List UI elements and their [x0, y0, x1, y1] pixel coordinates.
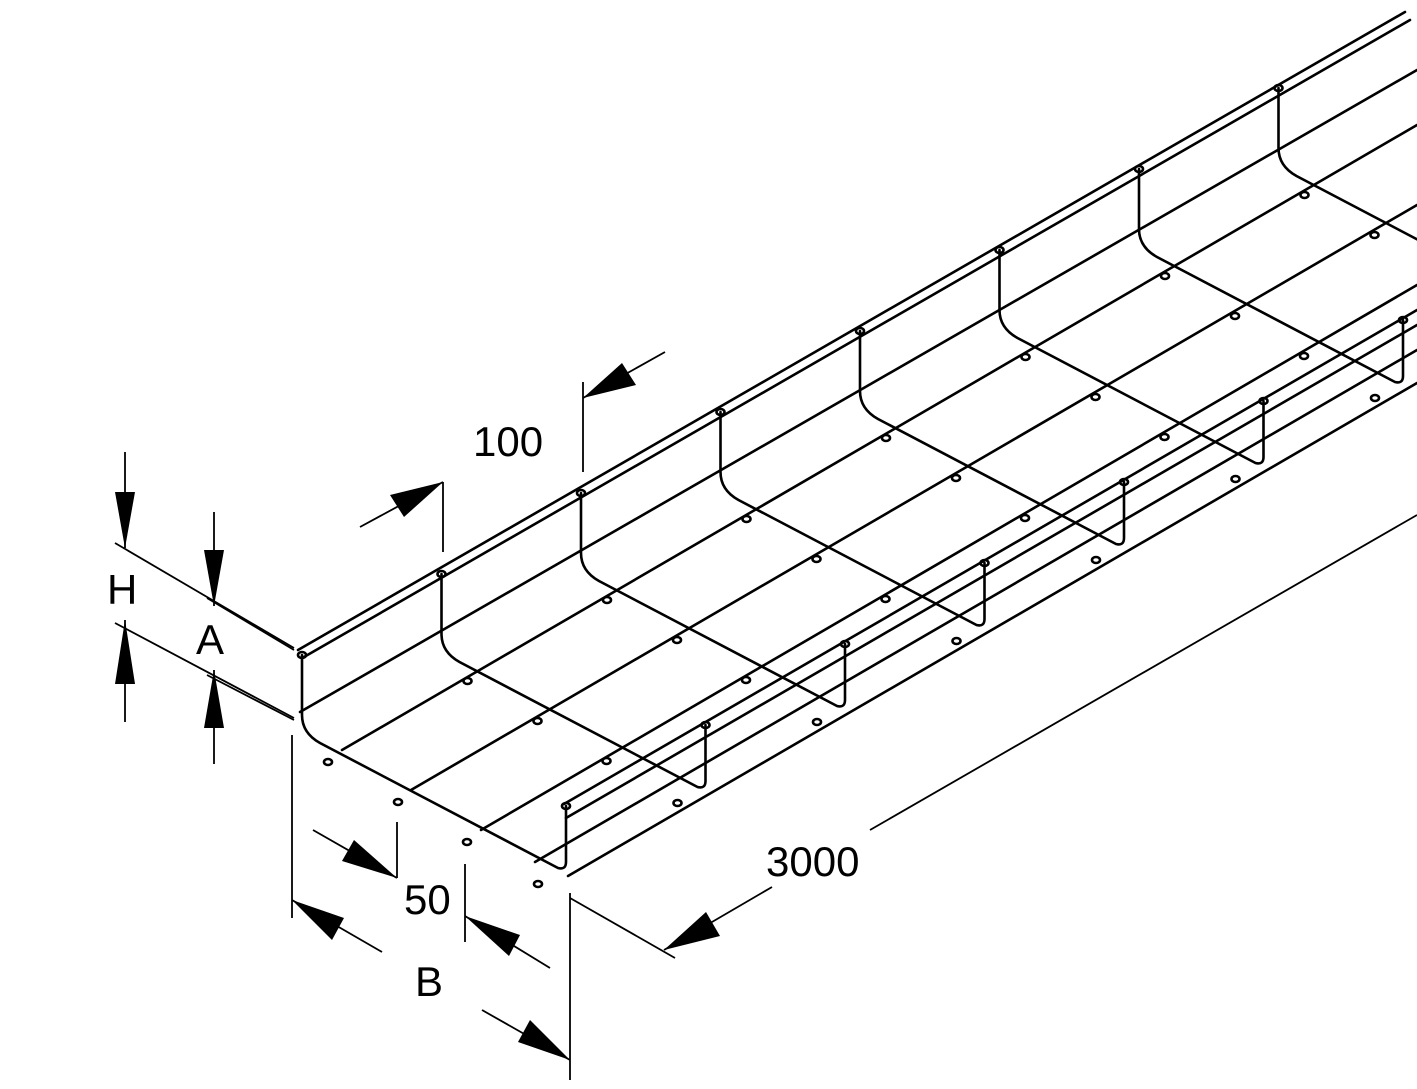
weld-nub [532, 716, 543, 726]
b-arrow-left [292, 900, 344, 940]
wire-end-near [854, 326, 866, 336]
weld-nub [601, 595, 613, 605]
cross-wire [579, 491, 847, 708]
floor-wire [340, 123, 1417, 752]
near-top-rail [296, 10, 1407, 652]
b-arrow-right [518, 1020, 570, 1060]
weld-nub [1159, 432, 1170, 442]
weld-nub [601, 756, 612, 766]
a-arrow-top [204, 550, 224, 606]
a-extension-bottom [206, 674, 295, 721]
floor-wire [479, 283, 1417, 832]
h-arrow-top [115, 492, 135, 548]
mesh-label: 50 [404, 876, 451, 923]
wire-end-near [296, 650, 308, 660]
cross-wire [1277, 86, 1417, 241]
cross-wires [296, 83, 1417, 889]
length-leader-far [869, 514, 1417, 831]
b-label: B [415, 958, 443, 1005]
weld-nub [811, 717, 823, 727]
length-arrow-near [664, 912, 720, 950]
weld-nub [1369, 230, 1380, 240]
wire-end-near [575, 488, 587, 498]
near-middle-rail [298, 68, 1417, 714]
weld-nub [740, 675, 752, 685]
weld-nub [951, 636, 962, 646]
a-label: A [196, 616, 224, 663]
a-extension-top [206, 597, 295, 651]
cross-wire [998, 248, 1265, 465]
h-extension-top [114, 542, 295, 649]
wire-end-near [436, 569, 447, 579]
dimension-lines: 100 H A 50 B 3000 [107, 351, 1417, 1080]
cross-wire [1137, 167, 1405, 384]
wire-end-far [1258, 396, 1269, 406]
weld-nub [1229, 311, 1241, 321]
weld-nub [672, 798, 683, 808]
cross-wire [858, 329, 1126, 546]
height-label: H [107, 566, 137, 613]
weld-nub [1090, 555, 1102, 565]
wire-end-near [994, 245, 1005, 255]
near-top-rail-inner [302, 18, 1412, 659]
pitch-arrow-left [390, 482, 443, 517]
weld-nub [880, 594, 891, 604]
wire-end-far [700, 720, 711, 730]
weld-nub [880, 433, 892, 443]
weld-nub [1090, 392, 1101, 402]
a-arrow-bottom [204, 670, 224, 728]
weld-nub [1019, 513, 1031, 523]
wire-end-near [1273, 83, 1284, 93]
h-arrow-bottom [115, 620, 135, 684]
h-extension-bottom [114, 622, 295, 719]
far-top-rail [562, 308, 1417, 806]
wire-end-far [1118, 477, 1130, 487]
floor-wire [409, 203, 1417, 792]
cross-wire [719, 410, 986, 627]
wire-end-far [839, 639, 851, 649]
weld-nub [950, 473, 962, 483]
pitch-arrow-right [583, 363, 636, 398]
weld-nub [532, 879, 544, 889]
weld-nub [1298, 351, 1310, 361]
weld-nub [671, 635, 683, 645]
weld-nub [811, 554, 822, 564]
length-extension-near [569, 897, 676, 959]
weld-nub [461, 837, 473, 847]
length-label: 3000 [766, 838, 859, 885]
weld-nub [322, 757, 334, 767]
wire-end-far [979, 558, 990, 568]
weld-nub [1369, 393, 1381, 403]
wire-end-far [560, 801, 572, 811]
weld-nub [392, 797, 404, 807]
pitch-label: 100 [473, 418, 543, 465]
far-bottom-rail [566, 381, 1417, 878]
mesh-arrow-right [465, 916, 520, 956]
far-middle-rail [564, 323, 1417, 820]
weld-nub [1299, 190, 1310, 200]
mesh-arrow-left [342, 840, 397, 878]
weld-nub [1159, 271, 1171, 281]
wire-end-near [715, 407, 726, 417]
cross-wire [440, 572, 707, 789]
weld-nub [462, 676, 473, 686]
floor-wire [533, 348, 1417, 864]
cross-wire [300, 653, 568, 870]
wire-end-far [1397, 315, 1409, 325]
wire-end-near [1133, 164, 1145, 174]
weld-nub [741, 514, 752, 524]
weld-nub [1020, 352, 1031, 362]
cable-tray-wireframe [296, 10, 1417, 889]
weld-nub [1230, 474, 1241, 484]
